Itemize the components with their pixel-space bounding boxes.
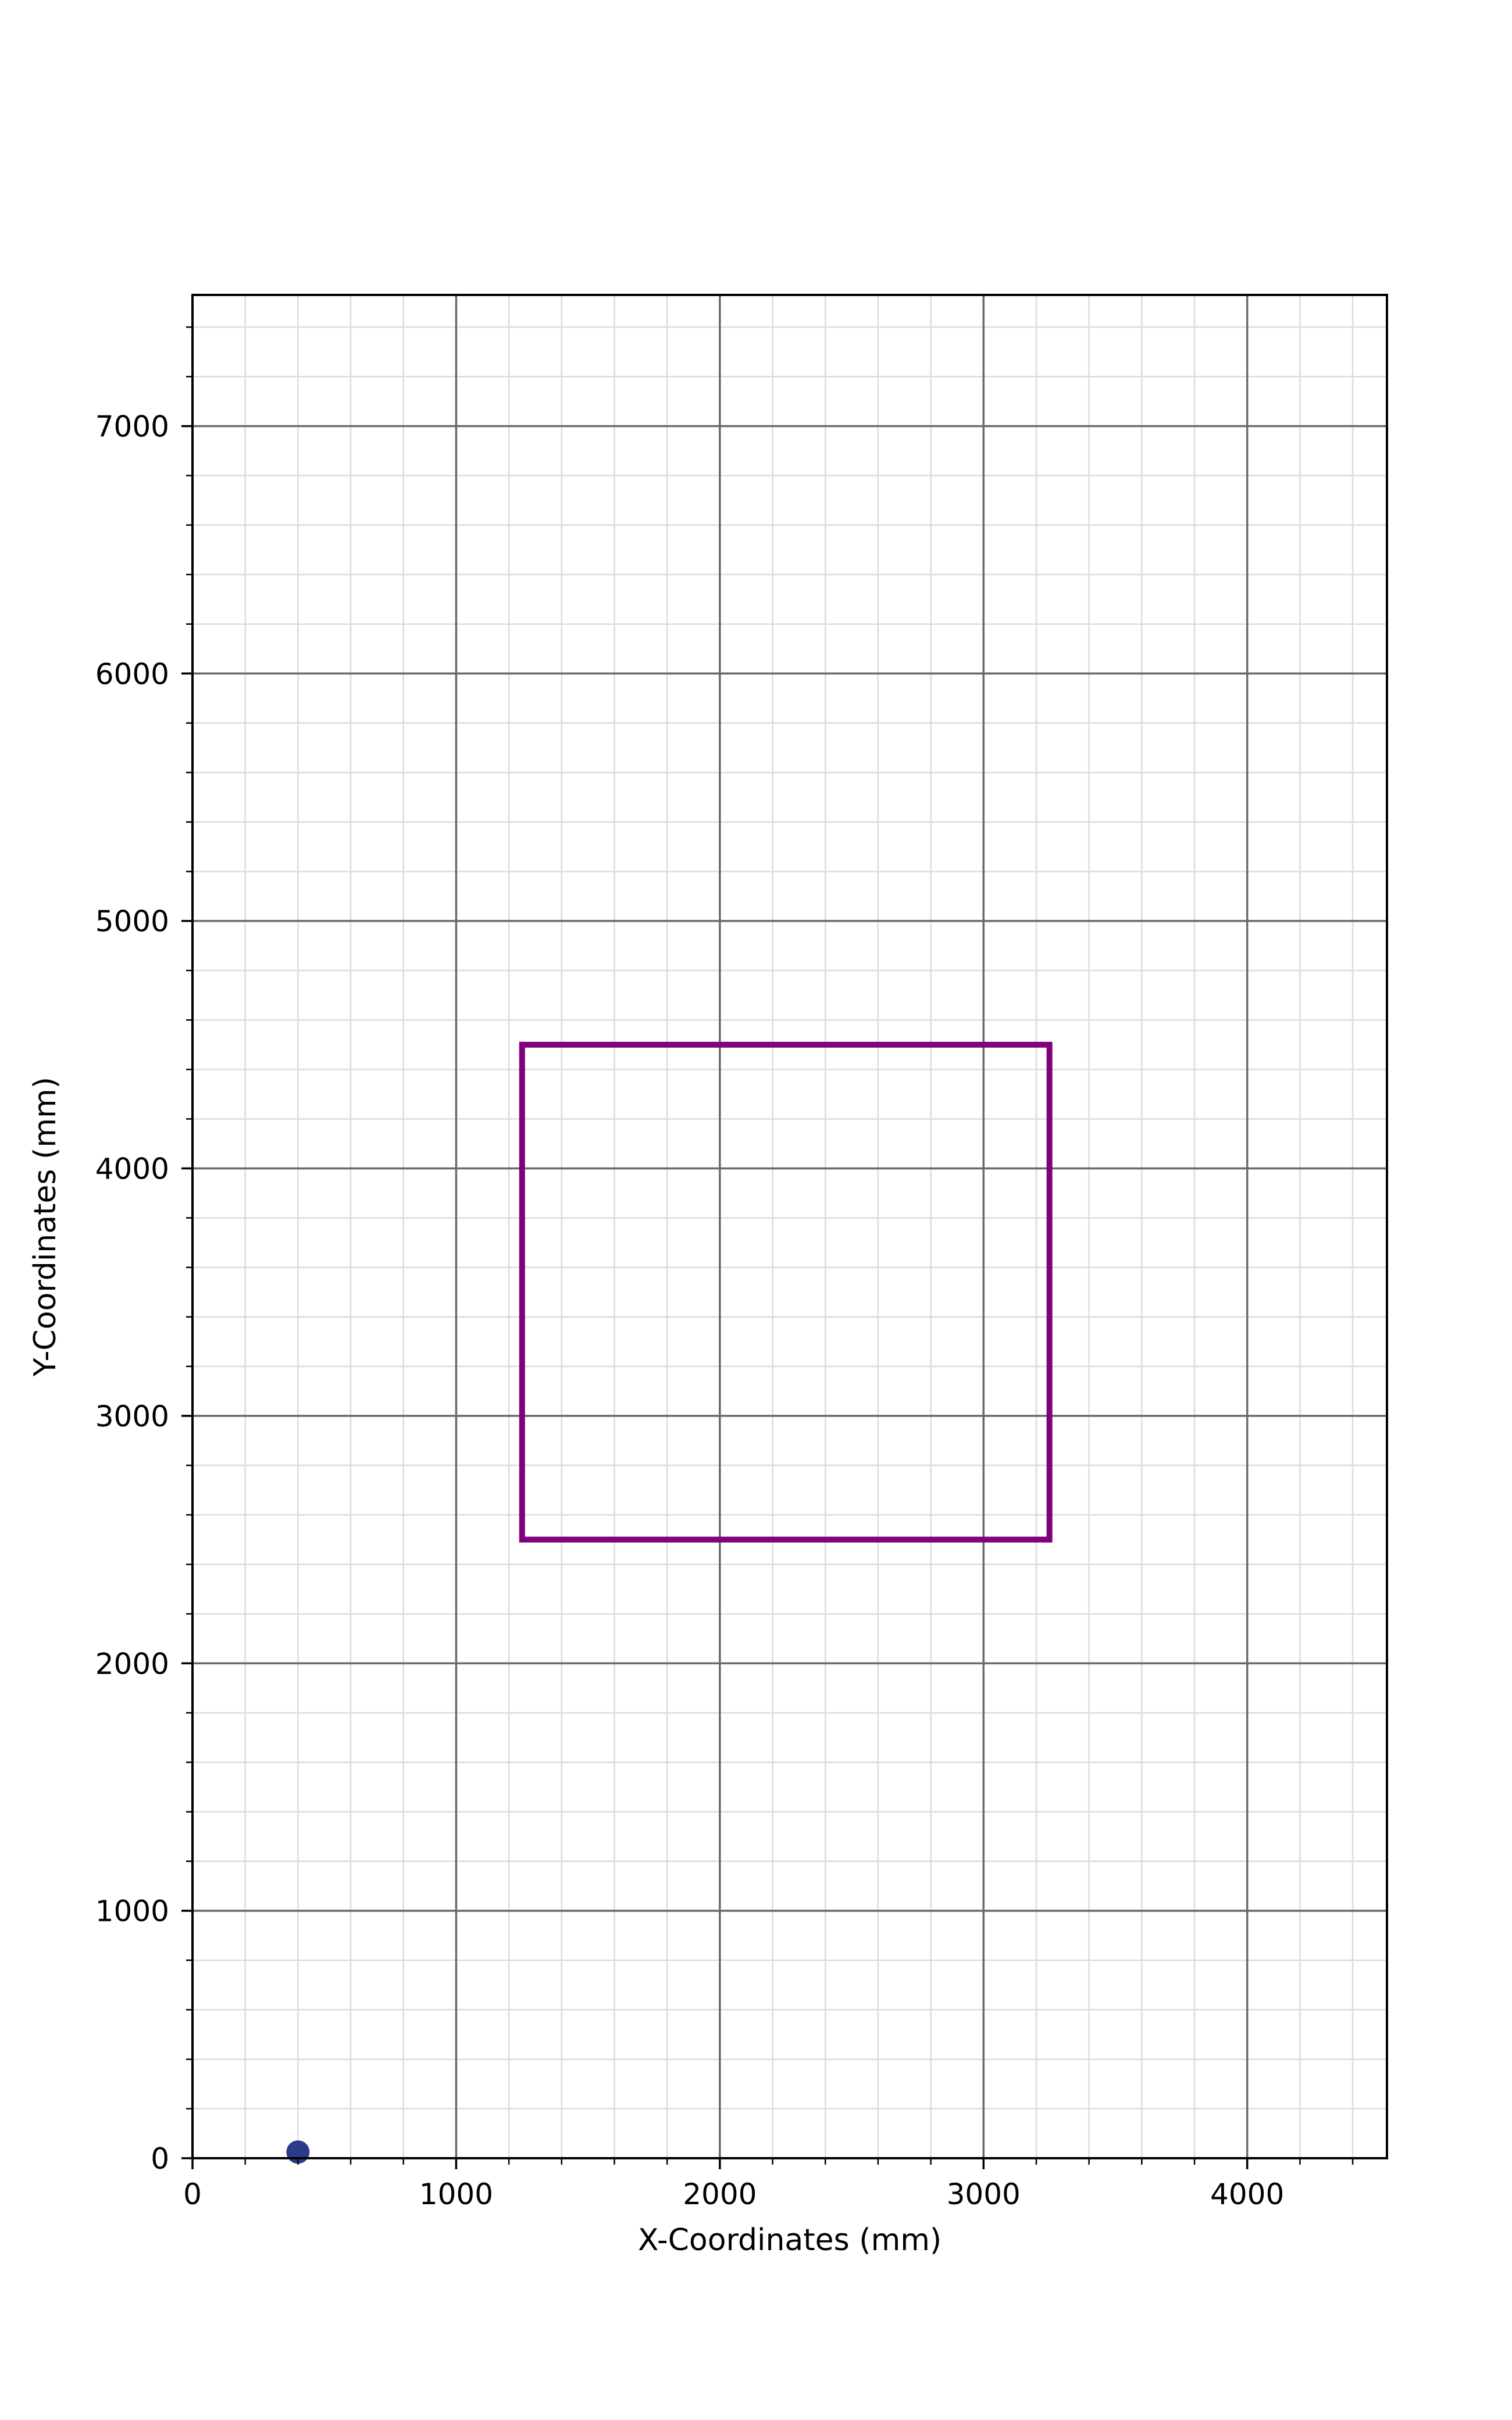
x-axis-label: X-Coordinates (mm) [638, 2223, 942, 2258]
x-tick-label: 3000 [947, 2177, 1021, 2211]
y-tick-label: 7000 [95, 410, 169, 443]
y-axis-label: Y-Coordinates (mm) [28, 1077, 63, 1377]
y-tick-label: 4000 [95, 1152, 169, 1186]
y-tick-label: 6000 [95, 657, 169, 691]
shapes [519, 1041, 1053, 1543]
minor-grid [192, 295, 1387, 2158]
plot-frame [191, 294, 1388, 2159]
tick-labels: 0 1000 2000 3000 4000 0 1000 2000 3000 4000 5000 60… [95, 410, 1285, 2211]
axis-ticks [181, 326, 1354, 2169]
y-tick-label: 2000 [95, 1647, 169, 1681]
y-tick-label: 5000 [95, 905, 169, 938]
y-tick-label: 1000 [95, 1895, 169, 1928]
y-tick-label: 0 [151, 2142, 169, 2176]
y-tick-label: 3000 [95, 1400, 169, 1433]
x-tick-label: 0 [183, 2177, 202, 2211]
x-tick-label: 1000 [419, 2177, 493, 2211]
x-tick-label: 4000 [1210, 2177, 1284, 2211]
region-rectangle [519, 1041, 1053, 1543]
x-tick-label: 2000 [683, 2177, 757, 2211]
